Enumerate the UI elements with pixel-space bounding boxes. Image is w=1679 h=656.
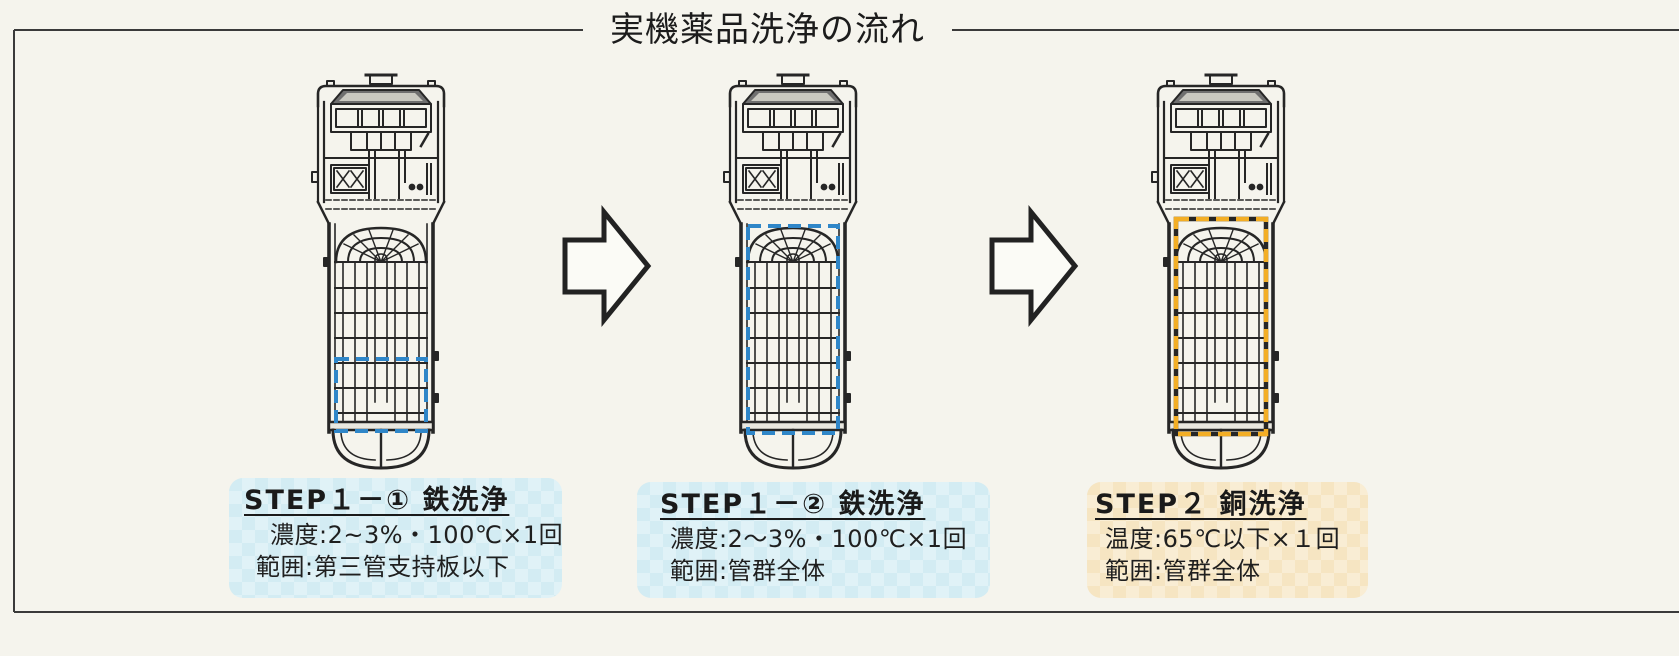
step-range: 範囲:管群全体 [670,557,826,585]
step-condition: 濃度:2~3%・100℃×1回 [270,521,562,549]
step-title: STEP１－② 鉄洗浄 [660,489,926,520]
diagram-title: 実機薬品洗浄の流れ [610,10,925,50]
step-box-1: STEP１－① 鉄洗浄 濃度:2~3%・100℃×1回 範囲:第三管支持板以下 [229,478,562,598]
steam-generator-icon [722,73,858,470]
step-range: 範囲:第三管支持板以下 [256,553,510,581]
cleaning-range-highlight [334,357,428,433]
cleaning-range-highlight [746,224,840,435]
cleaning-range-highlight [1173,216,1269,437]
step-box-2: STEP１－② 鉄洗浄 濃度:2～3%・100℃×1回 範囲:管群全体 [637,482,990,598]
right-arrow-icon [562,204,652,328]
steam-generator-step3 [1150,73,1286,470]
step-title: STEP１－① 鉄洗浄 [244,485,510,516]
step-range: 範囲:管群全体 [1105,557,1261,585]
step-box-3: STEP２ 銅洗浄 温度:65℃以下×１回 範囲:管群全体 [1087,482,1368,598]
steam-generator-step2 [722,73,858,470]
step-condition: 温度:65℃以下×１回 [1105,525,1341,553]
right-arrow-icon [989,204,1079,328]
step-condition: 濃度:2～3%・100℃×1回 [670,525,968,553]
step-title: STEP２ 銅洗浄 [1095,489,1307,520]
frame-border [13,29,1679,613]
steam-generator-step1 [310,73,446,470]
